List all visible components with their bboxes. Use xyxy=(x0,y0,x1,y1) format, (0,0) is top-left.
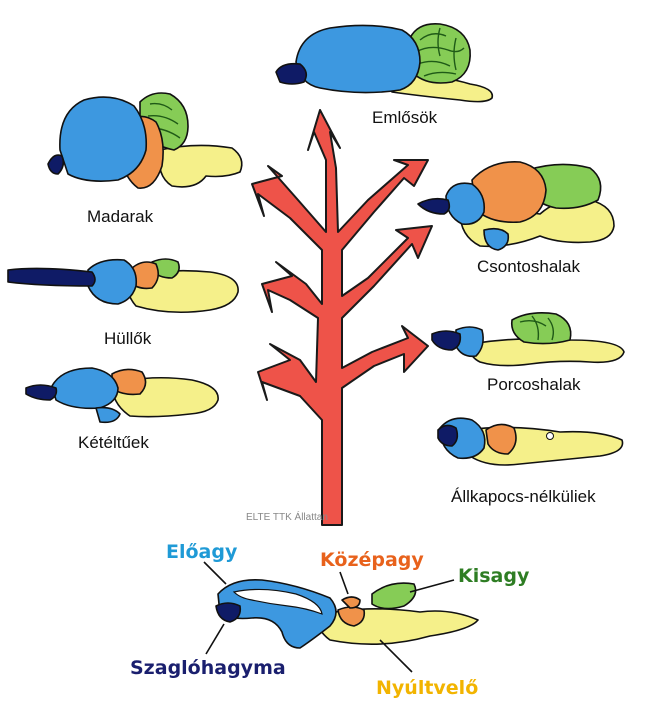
label-bony-fish: Csontoshalak xyxy=(477,257,581,276)
cartilaginous-fish-brain xyxy=(431,312,625,367)
amphibian-brain xyxy=(25,367,219,424)
label-mammals: Emlősök xyxy=(372,108,438,127)
label-cartilaginous-fish: Porcoshalak xyxy=(487,375,581,394)
label-reptiles: Hüllők xyxy=(104,329,152,348)
schematic-brain xyxy=(203,561,479,673)
legend-midbrain: Középagy xyxy=(320,549,424,571)
bird-brain xyxy=(47,92,243,189)
legend-cerebellum: Kisagy xyxy=(458,565,530,587)
tree-trunk xyxy=(251,109,433,526)
bony-fish-brain xyxy=(417,161,615,251)
label-jawless: Állkapocs-nélküliek xyxy=(451,487,596,506)
label-birds: Madarak xyxy=(87,207,154,226)
label-amphibians: Kétéltűek xyxy=(78,433,149,452)
jawless-brain xyxy=(437,417,624,466)
credit-text: ELTE TTK Állattan xyxy=(246,510,328,523)
mammal-brain xyxy=(275,22,494,103)
legend-forebrain: Előagy xyxy=(166,541,238,563)
evolution-tree xyxy=(251,109,433,526)
legend-olfactory: Szaglóhagyma xyxy=(130,657,286,679)
legend-hindbrain: Nyúltvelő xyxy=(376,677,478,699)
reptile-brain xyxy=(7,258,239,314)
